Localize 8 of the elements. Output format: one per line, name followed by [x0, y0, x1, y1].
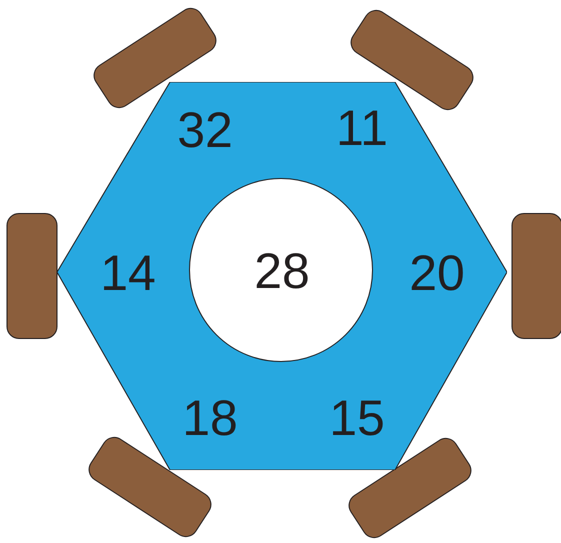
seat-number: 11 [336, 103, 388, 153]
seat-number: 18 [182, 393, 238, 443]
seat-number: 14 [100, 248, 156, 298]
hexagon-table [57, 82, 507, 470]
seat-number: 15 [329, 393, 385, 443]
seat-number: 20 [409, 248, 465, 298]
center-number: 28 [254, 246, 310, 296]
seat-number: 32 [177, 105, 233, 155]
